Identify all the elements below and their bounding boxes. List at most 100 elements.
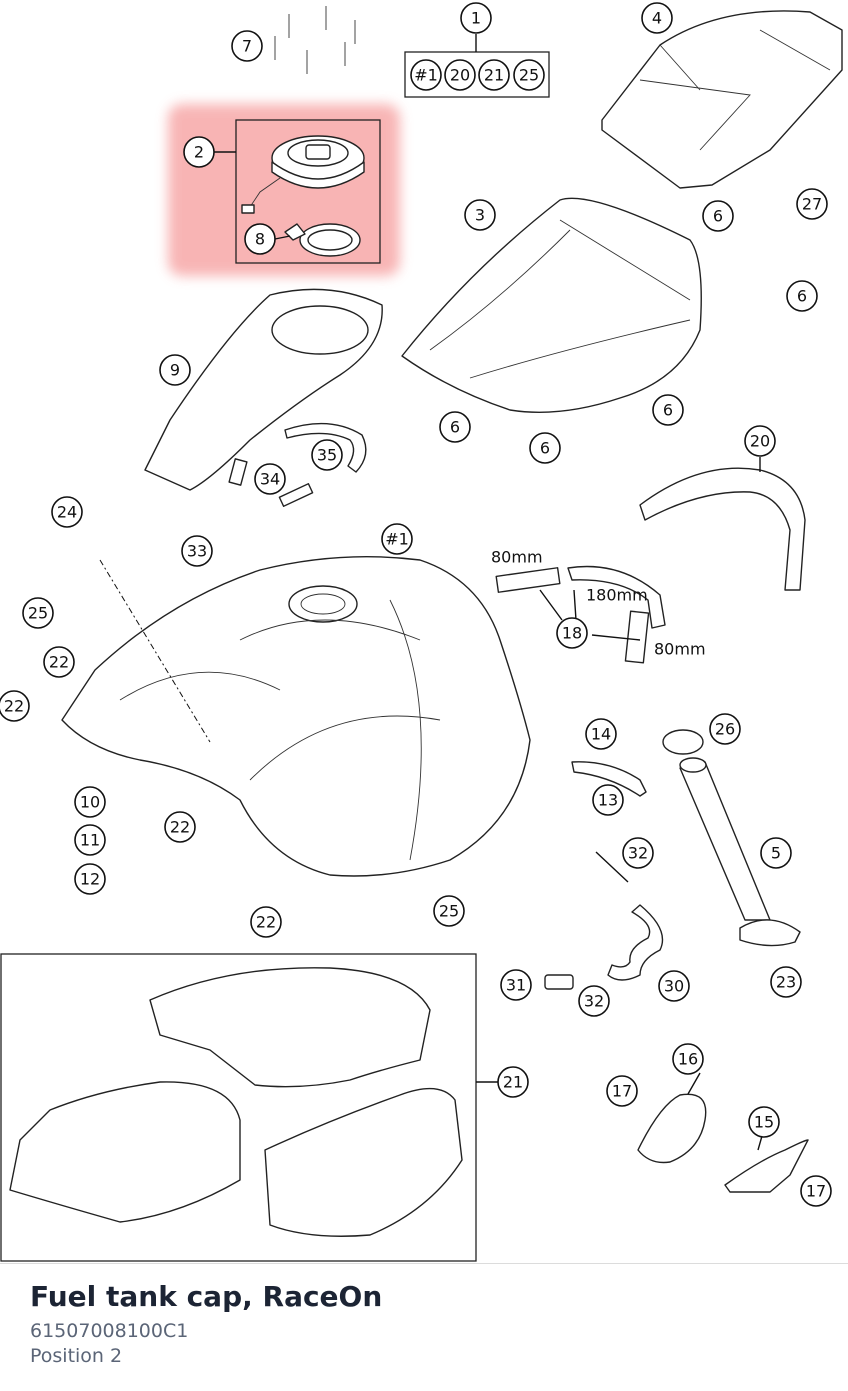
svg-text:1: 1 — [471, 9, 481, 28]
callout-22a[interactable]: 22 — [43, 646, 75, 678]
callout-20[interactable]: 20 — [744, 425, 776, 457]
callout-27[interactable]: 27 — [796, 188, 828, 220]
callout-32b[interactable]: 32 — [578, 985, 610, 1017]
callout-kit-1[interactable]: #1 — [410, 59, 442, 91]
svg-text:22: 22 — [49, 653, 69, 672]
svg-text:11: 11 — [80, 831, 100, 850]
callout-13[interactable]: 13 — [592, 784, 624, 816]
callout-kit-21[interactable]: 21 — [478, 59, 510, 91]
callout-31[interactable]: 31 — [500, 969, 532, 1001]
svg-text:5: 5 — [771, 844, 781, 863]
callout-3[interactable]: 3 — [464, 199, 496, 231]
callout-1[interactable]: 1 — [460, 2, 492, 34]
svg-text:21: 21 — [503, 1073, 523, 1092]
filler-tube-part[interactable] — [679, 757, 801, 947]
callout-tank-1[interactable]: #1 — [381, 523, 413, 555]
callout-6a[interactable]: 6 — [702, 200, 734, 232]
callout-6d[interactable]: 6 — [439, 411, 471, 443]
svg-text:12: 12 — [80, 870, 100, 889]
seal-26[interactable] — [662, 729, 704, 755]
callout-7[interactable]: 7 — [231, 30, 263, 62]
callout-23[interactable]: 23 — [770, 966, 802, 998]
callout-24[interactable]: 24 — [51, 496, 83, 528]
pad-34b[interactable] — [278, 483, 314, 507]
svg-text:14: 14 — [591, 725, 611, 744]
screws-7[interactable] — [274, 6, 356, 74]
callout-kit-20[interactable]: 20 — [444, 59, 476, 91]
callout-12[interactable]: 12 — [74, 863, 106, 895]
svg-text:30: 30 — [664, 977, 684, 996]
svg-text:13: 13 — [598, 791, 618, 810]
rider-seat-part[interactable] — [401, 197, 702, 413]
svg-text:25: 25 — [519, 66, 539, 85]
callout-5[interactable]: 5 — [760, 837, 792, 869]
holder-16[interactable] — [637, 1093, 707, 1164]
callout-22d[interactable]: 22 — [250, 906, 282, 938]
strip-20[interactable] — [639, 467, 806, 591]
svg-text:10: 10 — [80, 793, 100, 812]
callout-14[interactable]: 14 — [585, 718, 617, 750]
callout-4[interactable]: 4 — [641, 2, 673, 34]
callout-6c[interactable]: 6 — [652, 394, 684, 426]
svg-text:#1: #1 — [385, 530, 409, 549]
callout-25b[interactable]: 25 — [433, 895, 465, 927]
svg-text:17: 17 — [612, 1082, 632, 1101]
svg-text:6: 6 — [663, 401, 673, 420]
svg-text:3: 3 — [475, 206, 485, 225]
svg-text:6: 6 — [713, 207, 723, 226]
callout-6b[interactable]: 6 — [786, 280, 818, 312]
part-title: Fuel tank cap, RaceOn — [30, 1280, 383, 1313]
pad-35[interactable] — [284, 422, 367, 473]
svg-text:17: 17 — [806, 1182, 826, 1201]
svg-text:7: 7 — [242, 37, 252, 56]
svg-text:21: 21 — [484, 66, 504, 85]
fuel-cap-part[interactable] — [241, 135, 365, 214]
selected-part-highlight[interactable] — [168, 104, 400, 276]
hose-30[interactable] — [607, 904, 664, 981]
fuel-tank-part[interactable] — [61, 555, 531, 877]
callout-11[interactable]: 11 — [74, 824, 106, 856]
pad-34a[interactable] — [228, 458, 248, 486]
svg-text:9: 9 — [170, 361, 180, 380]
svg-text:32: 32 — [628, 844, 648, 863]
callout-25a[interactable]: 25 — [22, 597, 54, 629]
callout-16[interactable]: 16 — [672, 1043, 704, 1075]
callout-2[interactable]: 2 — [183, 136, 215, 168]
pads-18[interactable] — [495, 565, 666, 664]
callout-17b[interactable]: 17 — [800, 1175, 832, 1207]
callout-17a[interactable]: 17 — [606, 1075, 638, 1107]
callout-22b[interactable]: 22 — [0, 690, 30, 722]
bracket-13[interactable] — [571, 761, 647, 797]
callout-18[interactable]: 18 — [556, 617, 588, 649]
callout-8[interactable]: 8 — [244, 223, 276, 255]
exploded-parts-diagram: 1 #1 20 21 25 2 3 4 5 6 6 6 6 6 7 8 9 10… — [0, 2, 843, 1262]
callout-26[interactable]: 26 — [709, 713, 741, 745]
callout-9[interactable]: 9 — [159, 354, 191, 386]
tank-cover-part[interactable] — [144, 288, 383, 491]
callout-6e[interactable]: 6 — [529, 432, 561, 464]
holder-15[interactable] — [724, 1139, 809, 1193]
svg-text:22: 22 — [170, 818, 190, 837]
callout-15[interactable]: 15 — [748, 1106, 780, 1138]
fairing-panels-21[interactable] — [9, 967, 463, 1237]
fairing-group-box — [0, 953, 477, 1262]
svg-text:25: 25 — [28, 604, 48, 623]
callout-kit-25[interactable]: 25 — [513, 59, 545, 91]
svg-text:18: 18 — [562, 624, 582, 643]
svg-text:27: 27 — [802, 195, 822, 214]
callout-10[interactable]: 10 — [74, 786, 106, 818]
seat-cowl-part[interactable] — [601, 10, 843, 189]
callout-21[interactable]: 21 — [497, 1066, 529, 1098]
svg-text:32: 32 — [584, 992, 604, 1011]
callout-22c[interactable]: 22 — [164, 811, 196, 843]
callout-30[interactable]: 30 — [658, 970, 690, 1002]
callout-34[interactable]: 34 — [254, 463, 286, 495]
callout-32a[interactable]: 32 — [622, 837, 654, 869]
svg-text:20: 20 — [450, 66, 470, 85]
valve-31[interactable] — [544, 974, 574, 990]
callout-33[interactable]: 33 — [181, 535, 213, 567]
svg-text:23: 23 — [776, 973, 796, 992]
svg-text:24: 24 — [57, 503, 77, 522]
callout-35[interactable]: 35 — [311, 439, 343, 471]
svg-text:#1: #1 — [414, 66, 438, 85]
